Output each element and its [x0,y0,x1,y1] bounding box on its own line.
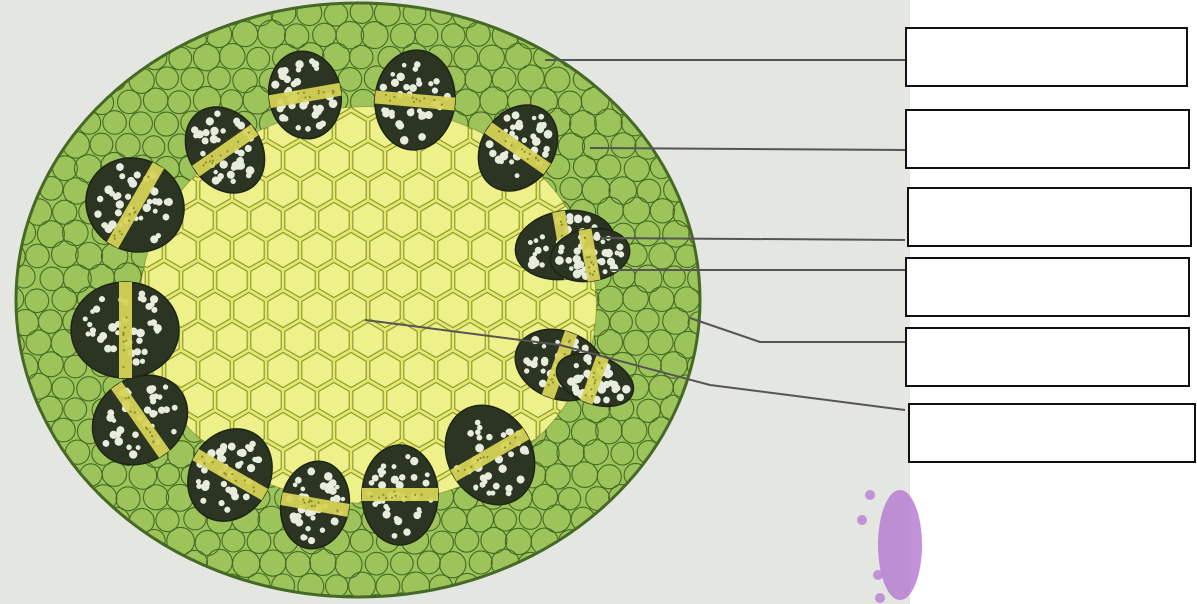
purple-blob-body [878,490,922,600]
cambium-dot [382,494,384,496]
label-box-1[interactable] [905,27,1188,87]
cambium-dot [378,497,380,499]
cambium-dot [405,496,407,498]
vessel [132,358,139,365]
vessel [410,457,418,465]
cambium-dot [421,494,423,496]
purple-dot [857,515,867,525]
vessel [150,295,158,303]
vessel [136,329,145,338]
cambium-band [119,282,132,378]
cambium-dot [125,316,127,318]
vessel [134,348,141,355]
vessel [383,504,388,509]
vessel [97,335,104,342]
label-box-6[interactable] [908,403,1196,463]
vessel [411,474,418,481]
cambium-dot [123,349,125,351]
vessel [369,480,375,486]
vessel [136,337,142,343]
vessel [399,474,405,480]
vessel [381,463,387,469]
vessel [93,306,100,313]
vessel [83,316,88,321]
cambium-dot [385,497,387,499]
vessel [110,345,117,352]
vessel [87,322,92,327]
cambium-dot [414,494,416,496]
vessel [372,501,378,507]
cambium-band [362,488,438,501]
label-box-4[interactable] [905,257,1190,317]
purple-dot [873,570,883,580]
cambium-dot [370,495,372,497]
cambium-dot [123,340,125,342]
vessel [425,472,430,477]
vessel [108,323,117,332]
vessel [417,507,422,512]
label-box-2[interactable] [905,109,1190,169]
cambium-dot [122,331,124,333]
vascular-bundle [362,445,438,545]
vessel [99,296,105,302]
vessel [394,517,402,525]
vessel [381,483,385,487]
vessel [90,327,96,333]
cambium-dot [124,326,126,328]
cambium-dot [391,497,393,499]
vessel [382,510,390,518]
vessel [151,307,157,313]
label-box-5[interactable] [905,327,1190,387]
cambium-dot [393,490,395,492]
vessel [422,480,429,487]
vessel [392,533,398,539]
vessel [141,349,147,355]
vessel [403,528,410,535]
cambium-dot [122,366,124,368]
cambium-dot [395,495,397,497]
vessel [150,319,157,326]
vessel [405,454,410,459]
vessel [138,296,144,302]
purple-dot [875,593,885,603]
vessel [392,464,397,469]
purple-dot [865,490,875,500]
label-box-3[interactable] [907,187,1192,247]
vessel [85,331,90,336]
vascular-bundle [71,282,179,378]
vessel [140,359,145,364]
vessel [155,329,160,334]
cambium-dot [122,334,124,336]
cambium-dot [125,340,127,342]
vessel [379,472,384,477]
